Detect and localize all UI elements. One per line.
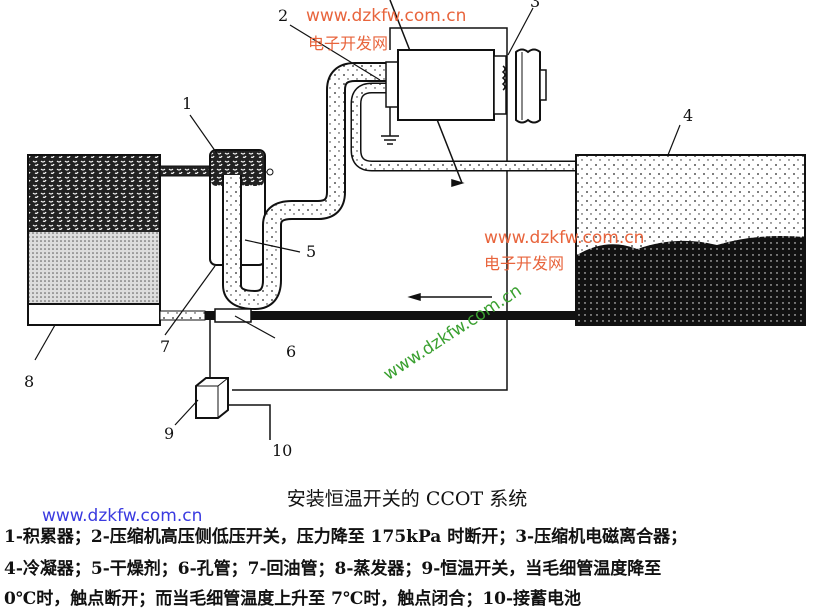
thermostat-switch: [195, 377, 229, 419]
figure-title: 安装恒温开关的 CCOT 系统: [286, 488, 528, 510]
condenser: [575, 154, 806, 326]
ground-icon: [381, 107, 399, 145]
leader-lines: [34, 7, 681, 426]
caption-line-2: 4-冷凝器；5-干燥剂；6-孔管；7-回油管；8-蒸发器；9-恒温开关，当毛细管…: [4, 559, 662, 579]
caption-line-1: 1-积累器；2-压缩机高压侧低压开关，压力降至 175kPa 时断开；3-压缩机…: [4, 527, 688, 547]
watermark-url-mid: www.dzkfw.com.cn: [484, 228, 645, 248]
watermark-url-top: www.dzkfw.com.cn: [306, 6, 467, 26]
label-9: 9: [164, 424, 175, 443]
evaporator-outlet-pipe: [159, 165, 213, 177]
suction-hose: [224, 64, 390, 309]
label-5: 5: [306, 242, 317, 261]
flow-arrows: [389, 0, 492, 302]
evaporator: [27, 154, 161, 326]
label-1: 1: [182, 94, 193, 113]
compressor: [385, 48, 547, 124]
discharge-line: [352, 84, 576, 170]
label-6: 6: [286, 342, 297, 361]
label-3: 3: [530, 0, 541, 11]
liquid-line: [160, 311, 576, 320]
orifice-tube: [214, 308, 252, 323]
label-10: 10: [272, 441, 293, 460]
label-7: 7: [160, 337, 171, 356]
label-4: 4: [683, 106, 694, 125]
watermark-url-caption: www.dzkfw.com.cn: [42, 506, 203, 526]
label-2: 2: [278, 6, 289, 25]
watermark-site-top: 电子开发网: [308, 34, 389, 53]
system-drawing: [27, 0, 806, 440]
label-8: 8: [24, 372, 35, 391]
caption-line-3: 0℃时，触点断开；而当毛细管温度上升至 7℃时，触点闭合；10-接蓄电池: [4, 589, 582, 609]
watermark-site-mid: 电子开发网: [484, 254, 565, 273]
wiring: [209, 27, 508, 440]
